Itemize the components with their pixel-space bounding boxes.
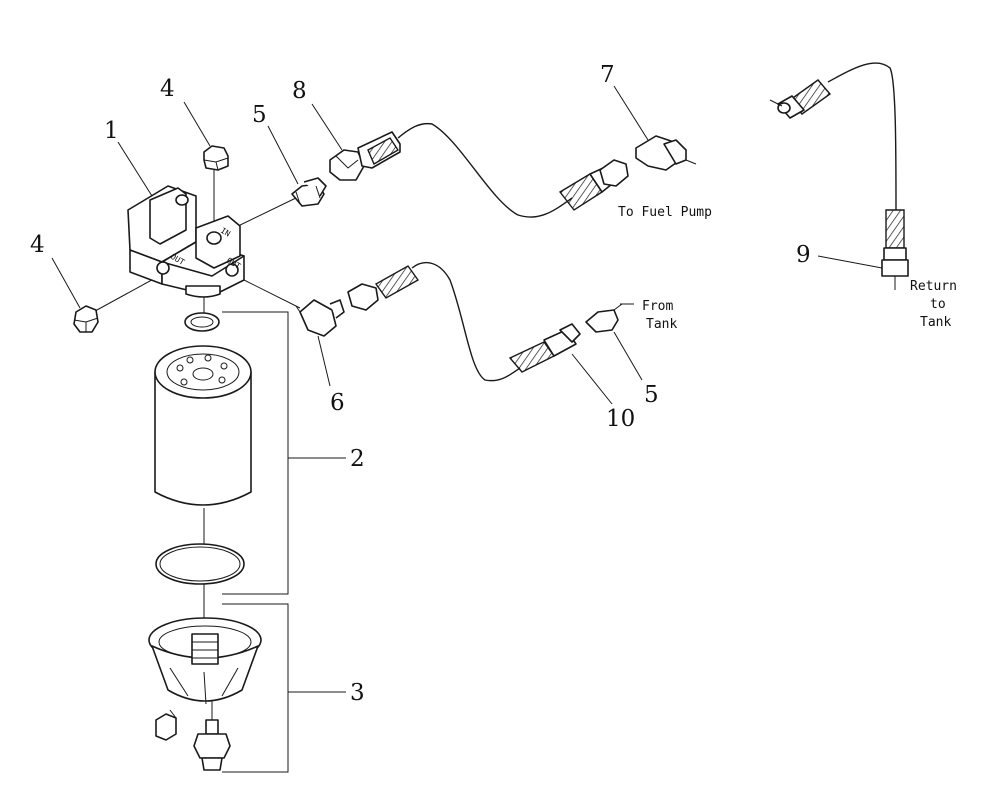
water-separator-bowl [148, 617, 262, 705]
port-axis-in [233, 195, 301, 229]
drain-plug-left [155, 709, 177, 741]
hose-return-to-tank [827, 62, 897, 211]
label-return-2: to [930, 297, 946, 312]
seal-ring-bottom [155, 543, 245, 585]
port-axis-out2 [239, 277, 301, 309]
hose-end-tank-bottom [508, 323, 581, 373]
leader-4b [51, 257, 81, 309]
bracket-part-3 [222, 603, 289, 773]
hose-end-return-bottom [881, 209, 909, 290]
callout-2: 2 [350, 446, 365, 472]
leader-5b [613, 331, 643, 381]
hex-plug-left [73, 305, 99, 333]
hose-to-fuel-pump [397, 122, 573, 218]
adapter-fitting-top [291, 177, 327, 207]
filter-cartridge [154, 345, 252, 506]
callout-7: 7 [600, 62, 615, 88]
leader-7 [613, 85, 649, 141]
drain-valve [193, 719, 231, 771]
leader-5a [267, 125, 299, 185]
callout-4b: 4 [30, 232, 45, 258]
adapter-fitting-tank [585, 303, 623, 333]
hose-end-top [357, 131, 401, 169]
callout-8: 8 [292, 78, 307, 104]
seal-ring-top [184, 312, 220, 332]
callout-4a: 4 [160, 76, 175, 102]
swivel-nut-top [329, 149, 365, 181]
leader-10 [571, 353, 613, 405]
callout-10: 10 [606, 406, 635, 432]
hose-end-tank-top [347, 265, 420, 311]
union-nut-pump [599, 159, 629, 187]
hose-end-return-top [769, 79, 832, 119]
callout-3: 3 [350, 680, 365, 706]
label-return-1: Return [910, 279, 957, 294]
label-to-fuel-pump: To Fuel Pump [618, 205, 712, 220]
filter-head: IN OUT OUT [127, 185, 245, 298]
leader-6 [317, 335, 331, 387]
label-from-tank-1: From [642, 299, 673, 314]
callout-9: 9 [796, 242, 811, 268]
callout-5b: 5 [644, 382, 659, 408]
label-from-tank-2: Tank [646, 317, 677, 332]
callout-6: 6 [330, 390, 345, 416]
label-return-3: Tank [920, 315, 951, 330]
leader-8 [311, 103, 343, 151]
hose-from-tank [411, 261, 521, 382]
bracket-part-2 [222, 311, 289, 595]
leader-4a [183, 101, 211, 147]
leader-1 [117, 141, 153, 197]
elbow-fitting-bottom [295, 299, 345, 337]
head-port-mark-in: IN [219, 226, 232, 239]
callout-1: 1 [104, 118, 119, 144]
elbow-fitting-pump [635, 135, 697, 171]
hex-plug-top [203, 145, 229, 171]
callout-5a: 5 [252, 102, 267, 128]
leader-9 [817, 255, 883, 269]
